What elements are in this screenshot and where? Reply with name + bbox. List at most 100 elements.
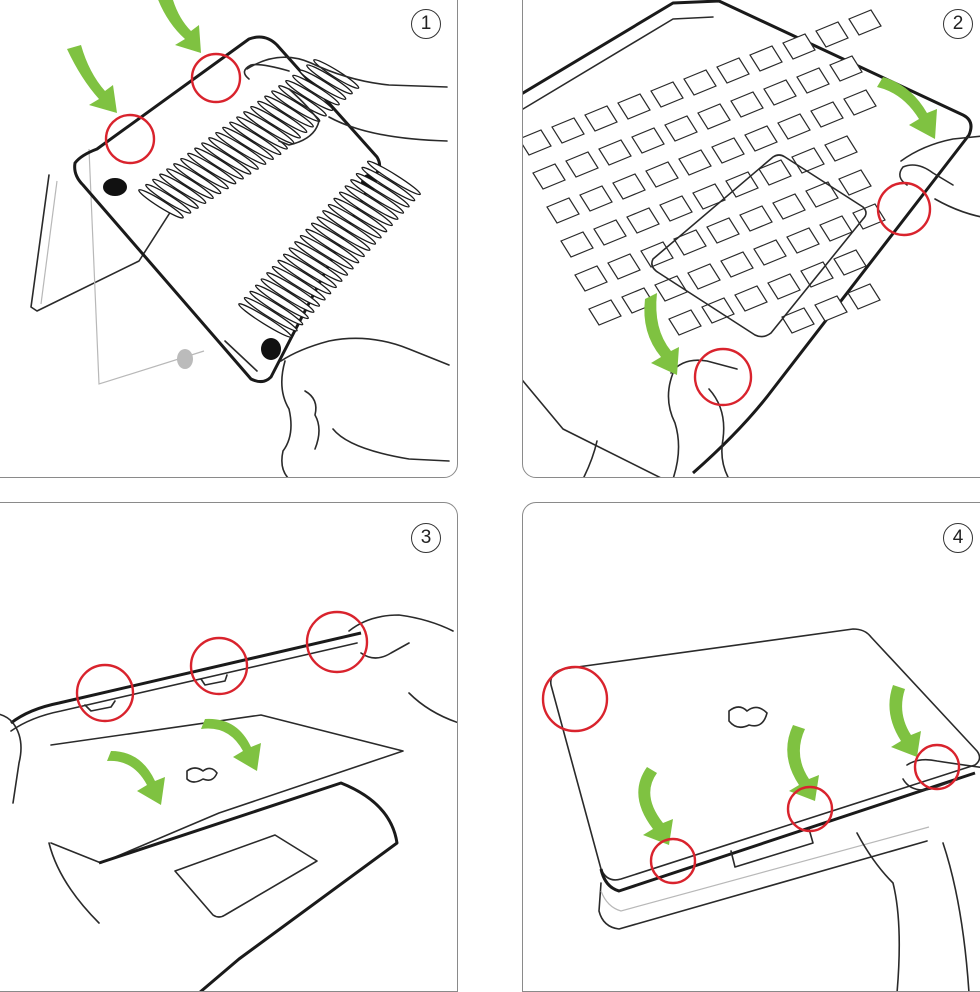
keyboard-key xyxy=(664,115,698,142)
vent-slot xyxy=(180,157,229,190)
keyboard-key xyxy=(631,127,665,154)
red-circle-icon xyxy=(75,663,135,723)
keyboard-key xyxy=(626,207,660,234)
step-4-illustration xyxy=(541,628,980,991)
keyboard-key xyxy=(753,239,787,266)
vent-slot xyxy=(229,121,282,156)
vent-slot xyxy=(277,259,332,295)
keyboard-key xyxy=(791,147,825,174)
keyboard-key xyxy=(847,283,881,310)
vent-slot xyxy=(215,131,267,165)
keyboard-key xyxy=(706,217,740,244)
vent-slot xyxy=(173,163,222,195)
green-curved-arrow-icon xyxy=(201,718,261,771)
keyboard-key xyxy=(843,89,877,116)
keyboard-key xyxy=(805,181,839,208)
vent-slot xyxy=(250,105,301,139)
green-curved-arrow-icon xyxy=(644,293,679,375)
keyboard-key xyxy=(711,137,745,164)
keyboard-key xyxy=(692,183,726,210)
green-curved-arrow-icon xyxy=(889,685,921,757)
hand-top xyxy=(246,56,448,88)
keyboard-key xyxy=(532,163,566,190)
keyboard-key xyxy=(829,55,863,82)
step-4-panel: 4 xyxy=(522,502,980,992)
vent-slot xyxy=(264,95,314,128)
vent-slot xyxy=(159,173,207,205)
keyboard-key xyxy=(678,149,712,176)
vent-slots-lower xyxy=(238,160,421,338)
keyboard-key xyxy=(730,91,764,118)
keyboard-key xyxy=(767,273,801,300)
keyboard-key xyxy=(815,21,849,48)
vent-slot xyxy=(222,126,274,161)
keyboard-key xyxy=(697,103,731,130)
vent-slot xyxy=(294,241,349,276)
vent-slot xyxy=(355,172,410,208)
trackpad xyxy=(651,154,867,338)
keyboard-key xyxy=(848,9,882,36)
vent-slot xyxy=(327,203,382,239)
keyboard-key xyxy=(819,215,853,242)
vent-slot xyxy=(366,160,421,196)
vent-slot xyxy=(238,303,293,338)
vent-slot xyxy=(299,69,347,101)
vent-slots-upper xyxy=(138,59,360,219)
vent-slot xyxy=(194,147,244,180)
keyboard-key xyxy=(763,79,797,106)
vent-slot xyxy=(338,191,393,227)
keyboard-key xyxy=(720,251,754,278)
keyboard-key xyxy=(782,33,816,60)
vent-slot xyxy=(322,210,377,245)
red-circle-icon xyxy=(189,636,249,696)
laptop-base xyxy=(98,781,399,991)
step-3-illustration xyxy=(0,610,457,991)
trackpad xyxy=(174,834,318,918)
hand-right xyxy=(900,135,980,162)
vent-slot xyxy=(361,166,416,202)
green-curved-arrow-icon xyxy=(158,0,201,53)
step-2-illustration xyxy=(523,0,980,477)
vent-slot xyxy=(299,234,354,270)
keyboard-key xyxy=(824,135,858,162)
step-1-illustration xyxy=(30,0,450,477)
vent-slot xyxy=(208,137,259,170)
green-curved-arrow-icon xyxy=(67,45,117,113)
red-circle-icon xyxy=(786,785,834,833)
keyboard-key xyxy=(645,161,679,188)
hand-left xyxy=(670,359,738,374)
vent-slot xyxy=(271,265,326,301)
keyboard-key xyxy=(781,307,815,334)
rubber-foot xyxy=(261,338,281,360)
red-circle-icon xyxy=(190,52,242,104)
keyboard-key xyxy=(593,219,627,246)
vent-slot xyxy=(257,100,308,134)
keyboard-key xyxy=(772,193,806,220)
keyboard-key xyxy=(565,151,599,178)
step-number: 1 xyxy=(411,9,441,39)
vent-slot xyxy=(288,247,343,283)
green-curved-arrow-icon xyxy=(877,77,937,139)
step-3-panel: 3 xyxy=(0,502,458,992)
keyboard-key xyxy=(617,93,651,120)
keyboard-key xyxy=(650,81,684,108)
keyboard-key xyxy=(796,67,830,94)
vent-slot xyxy=(166,168,214,200)
keyboard-key xyxy=(777,113,811,140)
lid-logo-mark xyxy=(177,349,193,369)
keyboard-key xyxy=(833,249,867,276)
keyboard-key xyxy=(838,169,872,196)
green-curved-arrow-icon xyxy=(107,751,165,805)
laptop-base-edge xyxy=(598,840,928,930)
keyboard-key xyxy=(683,69,717,96)
keyboard-key xyxy=(551,117,585,144)
vent-slot xyxy=(138,189,184,219)
keyboard-key xyxy=(716,57,750,84)
vent-slot xyxy=(305,228,360,264)
vent-slot xyxy=(306,64,353,95)
keyboard-key xyxy=(598,139,632,166)
laptop-lid xyxy=(50,714,404,864)
keyboard-key xyxy=(523,129,552,156)
keyboard-key xyxy=(612,173,646,200)
step-number: 2 xyxy=(943,9,973,39)
